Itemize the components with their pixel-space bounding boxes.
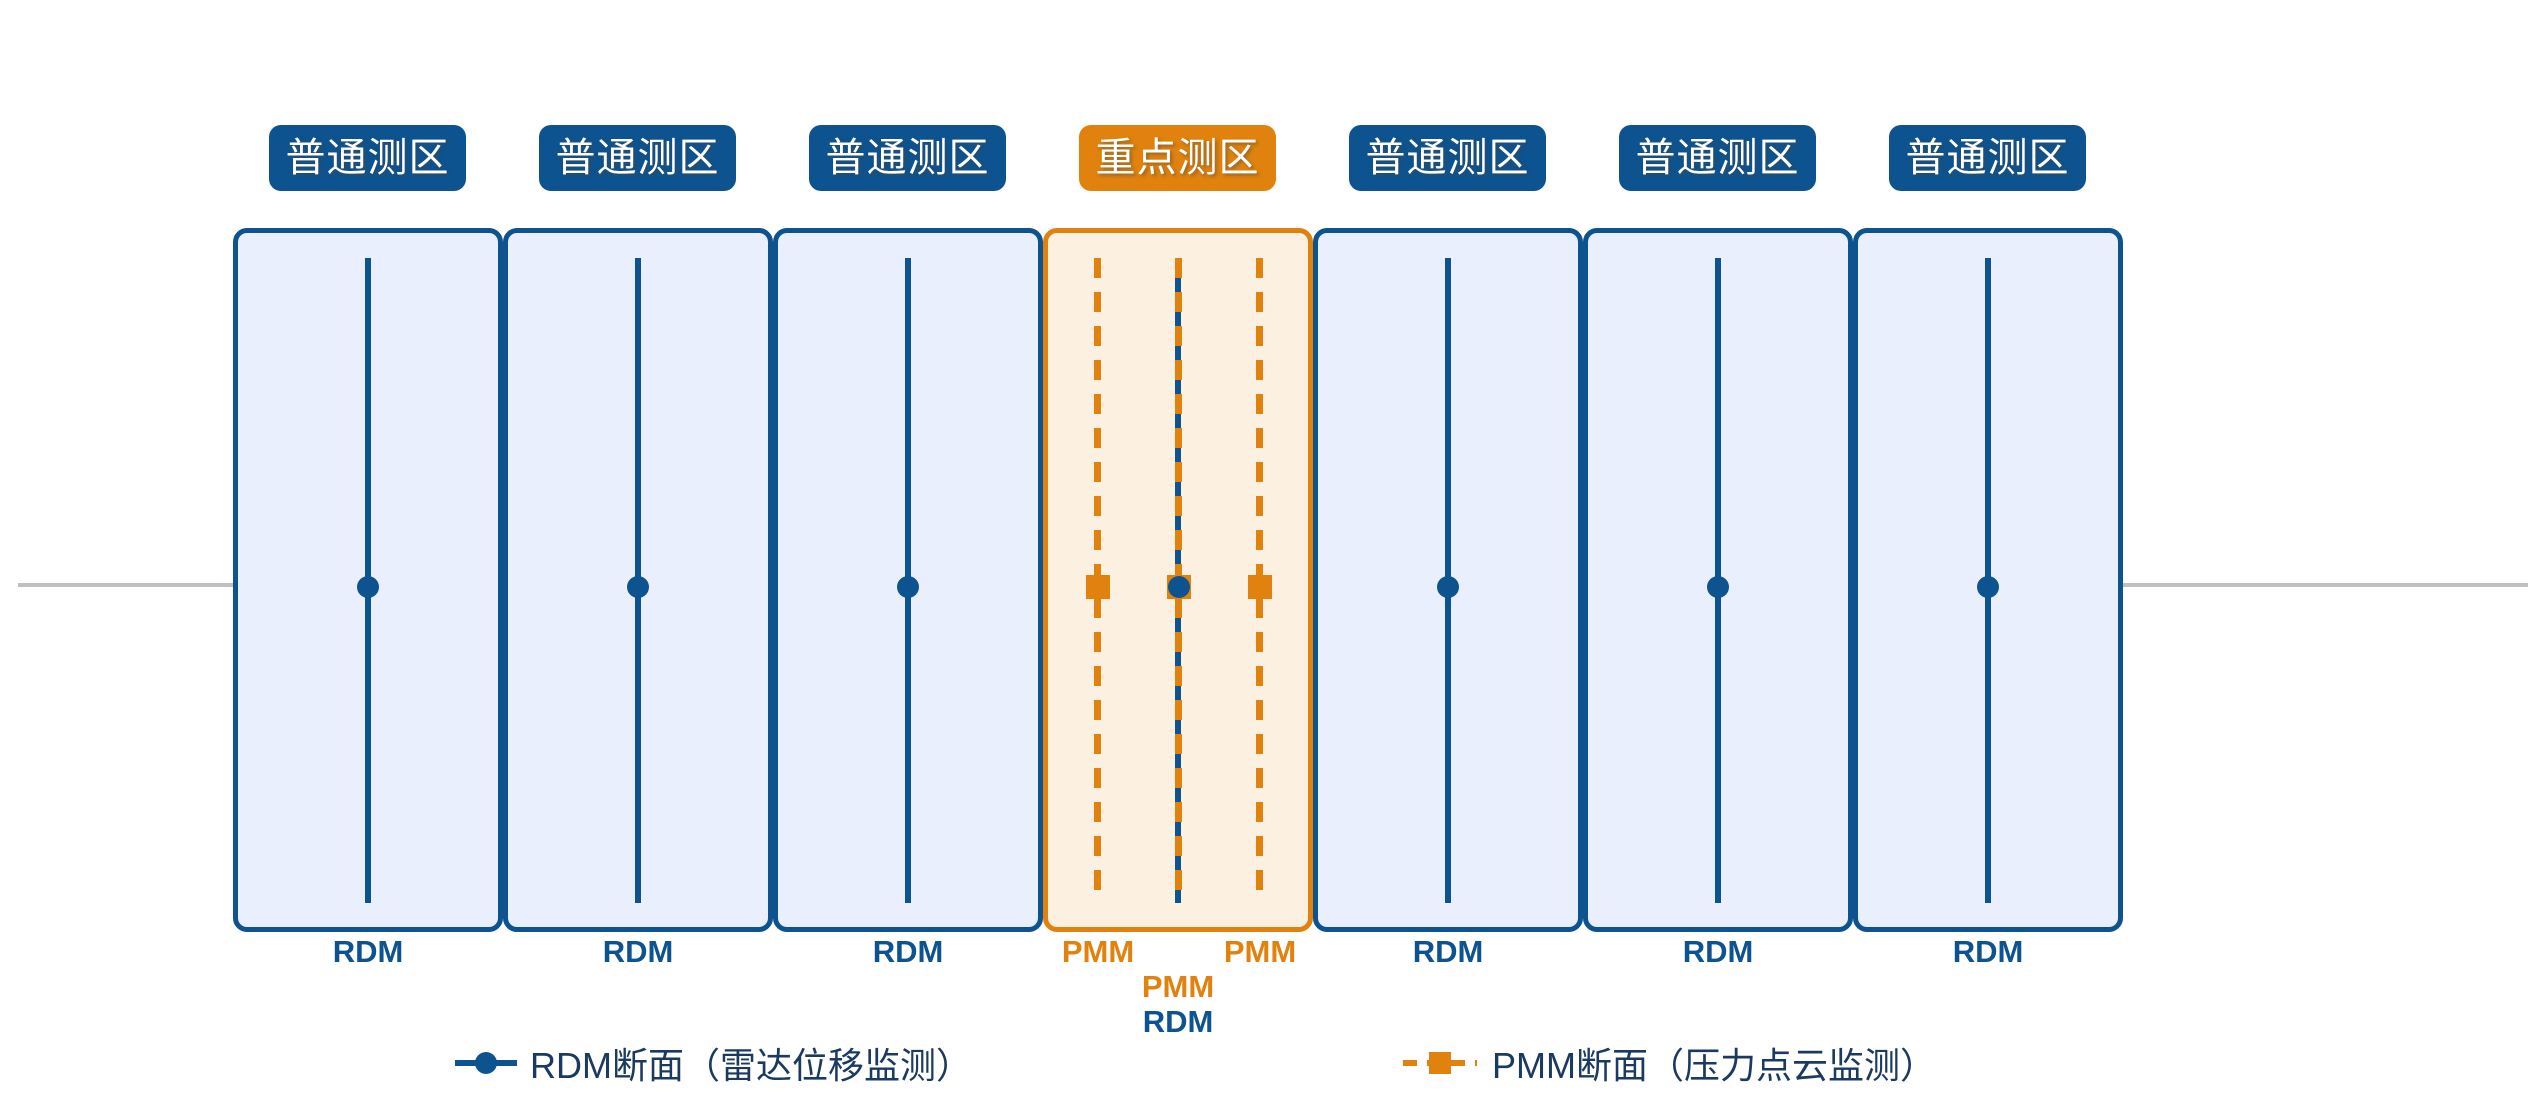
zone-badge-6: 普通测区 bbox=[1619, 125, 1816, 191]
rdm-circle-marker-6 bbox=[1707, 576, 1729, 598]
rdm-label-2: RDM bbox=[602, 934, 674, 969]
legend-pmm-label: PMM断面（压力点云监测） bbox=[1492, 1045, 1936, 1086]
rdm-circle-marker-3 bbox=[897, 576, 919, 598]
pmm-square-marker-right bbox=[1248, 575, 1272, 599]
zone-badge-2: 普通测区 bbox=[539, 125, 736, 191]
pmm-label-right: PMM bbox=[1223, 934, 1297, 969]
rdm-label-center: RDM bbox=[1142, 1004, 1214, 1039]
zone-badge-1: 普通测区 bbox=[269, 125, 466, 191]
rdm-label-5: RDM bbox=[1412, 934, 1484, 969]
pmm-label-left: PMM bbox=[1061, 934, 1135, 969]
zone-badge-7: 普通测区 bbox=[1889, 125, 2086, 191]
zone-badge-3: 普通测区 bbox=[809, 125, 1006, 191]
rdm-label-7: RDM bbox=[1952, 934, 2024, 969]
rdm-circle-marker-7 bbox=[1977, 576, 1999, 598]
legend-rdm-label: RDM断面（雷达位移监测） bbox=[530, 1045, 972, 1086]
rdm-label-6: RDM bbox=[1682, 934, 1754, 969]
rdm-circle-marker-2 bbox=[627, 576, 649, 598]
rdm-circle-marker-4-center bbox=[1168, 576, 1190, 598]
pmm-square-marker-left bbox=[1086, 575, 1110, 599]
rdm-circle-marker-5 bbox=[1437, 576, 1459, 598]
legend-rdm-circle-icon bbox=[475, 1052, 497, 1074]
rdm-label-3: RDM bbox=[872, 934, 944, 969]
pmm-label-center: PMM bbox=[1141, 969, 1215, 1004]
zone-badge-4-key: 重点测区 bbox=[1079, 125, 1276, 191]
rdm-label-1: RDM bbox=[332, 934, 404, 969]
legend-pmm-square-icon bbox=[1429, 1052, 1451, 1074]
zone-badge-5: 普通测区 bbox=[1349, 125, 1546, 191]
rdm-circle-marker-1 bbox=[357, 576, 379, 598]
